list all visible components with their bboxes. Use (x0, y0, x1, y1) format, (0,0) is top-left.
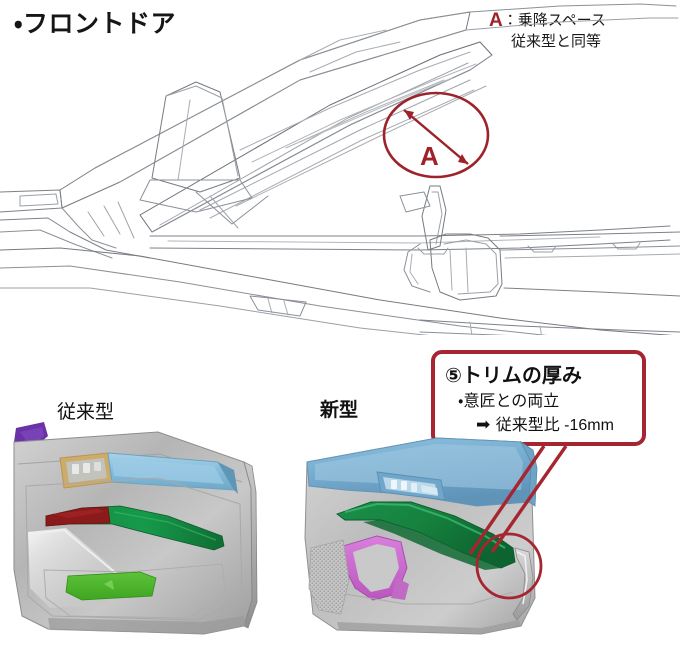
dimension-annotation-a: A (382, 91, 490, 179)
window-switch-2[interactable] (83, 463, 90, 473)
annotation-label-a: A (420, 141, 439, 171)
sheen-edge (29, 528, 125, 581)
callout-title: ⑤トリムの厚み (445, 359, 582, 388)
annotation-overlay (468, 445, 568, 600)
legend-line-2: 従来型と同等 (511, 33, 602, 50)
page-title: ・フロントドア (14, 10, 177, 38)
bottom-shadow (337, 620, 521, 634)
armrest-green-highlight (113, 511, 217, 541)
upper-rail-highlight (112, 458, 224, 484)
caption-new: 新型 (320, 400, 359, 421)
armrest-green-highlight (344, 502, 506, 549)
trim-thickness-highlight-circle (475, 532, 543, 600)
sail-panel-highlight (20, 427, 44, 446)
cad-lineart-front-door-opening: A (0, 3, 680, 335)
armrest-green-shadow (363, 520, 501, 570)
callout-result-text: 従来型比 -16mm (495, 417, 614, 434)
grab-handle-tail (391, 578, 409, 600)
trim-edge-thickness (243, 461, 258, 629)
arrow-right-icon: ➡ (476, 415, 492, 434)
window-switch-3[interactable] (411, 483, 417, 492)
callout-number: ⑤ (445, 365, 462, 387)
upper-section-highlight (315, 444, 523, 490)
armrest-red-highlight (52, 509, 104, 518)
callout-bullet: ・意匠との両立 (458, 393, 560, 410)
door-render-new (304, 437, 538, 635)
window-switch-3[interactable] (94, 462, 101, 471)
callout-tail-right (490, 445, 568, 553)
upper-rail-end (218, 462, 238, 494)
recess-outline (25, 477, 243, 621)
callout-tail-left (468, 445, 546, 555)
caption-conventional: 従来型 (57, 402, 115, 423)
pocket-contour (344, 591, 514, 605)
trim-edge-highlight (516, 551, 528, 605)
callout-result: ➡ 従来型比 -16mm (476, 411, 614, 435)
speaker-grille (308, 539, 350, 615)
bottom-shadow (48, 616, 246, 634)
callout-trim-thickness: ⑤トリムの厚み ・意匠との両立 ➡ 従来型比 -16mm (431, 350, 646, 446)
callout-title-text: トリムの厚み (461, 365, 582, 387)
window-switch-1[interactable] (72, 464, 79, 474)
pocket-ledge (43, 563, 227, 619)
trim-edge-thickness (512, 547, 534, 621)
window-switch-1[interactable] (391, 480, 397, 489)
grab-handle-cavity (353, 544, 399, 592)
legend-marker-a: A (489, 10, 503, 31)
window-switch-2[interactable] (401, 481, 407, 490)
door-render-conventional (13, 422, 258, 635)
door-handle-inner[interactable] (421, 485, 438, 495)
pocket-highlight (104, 580, 114, 590)
